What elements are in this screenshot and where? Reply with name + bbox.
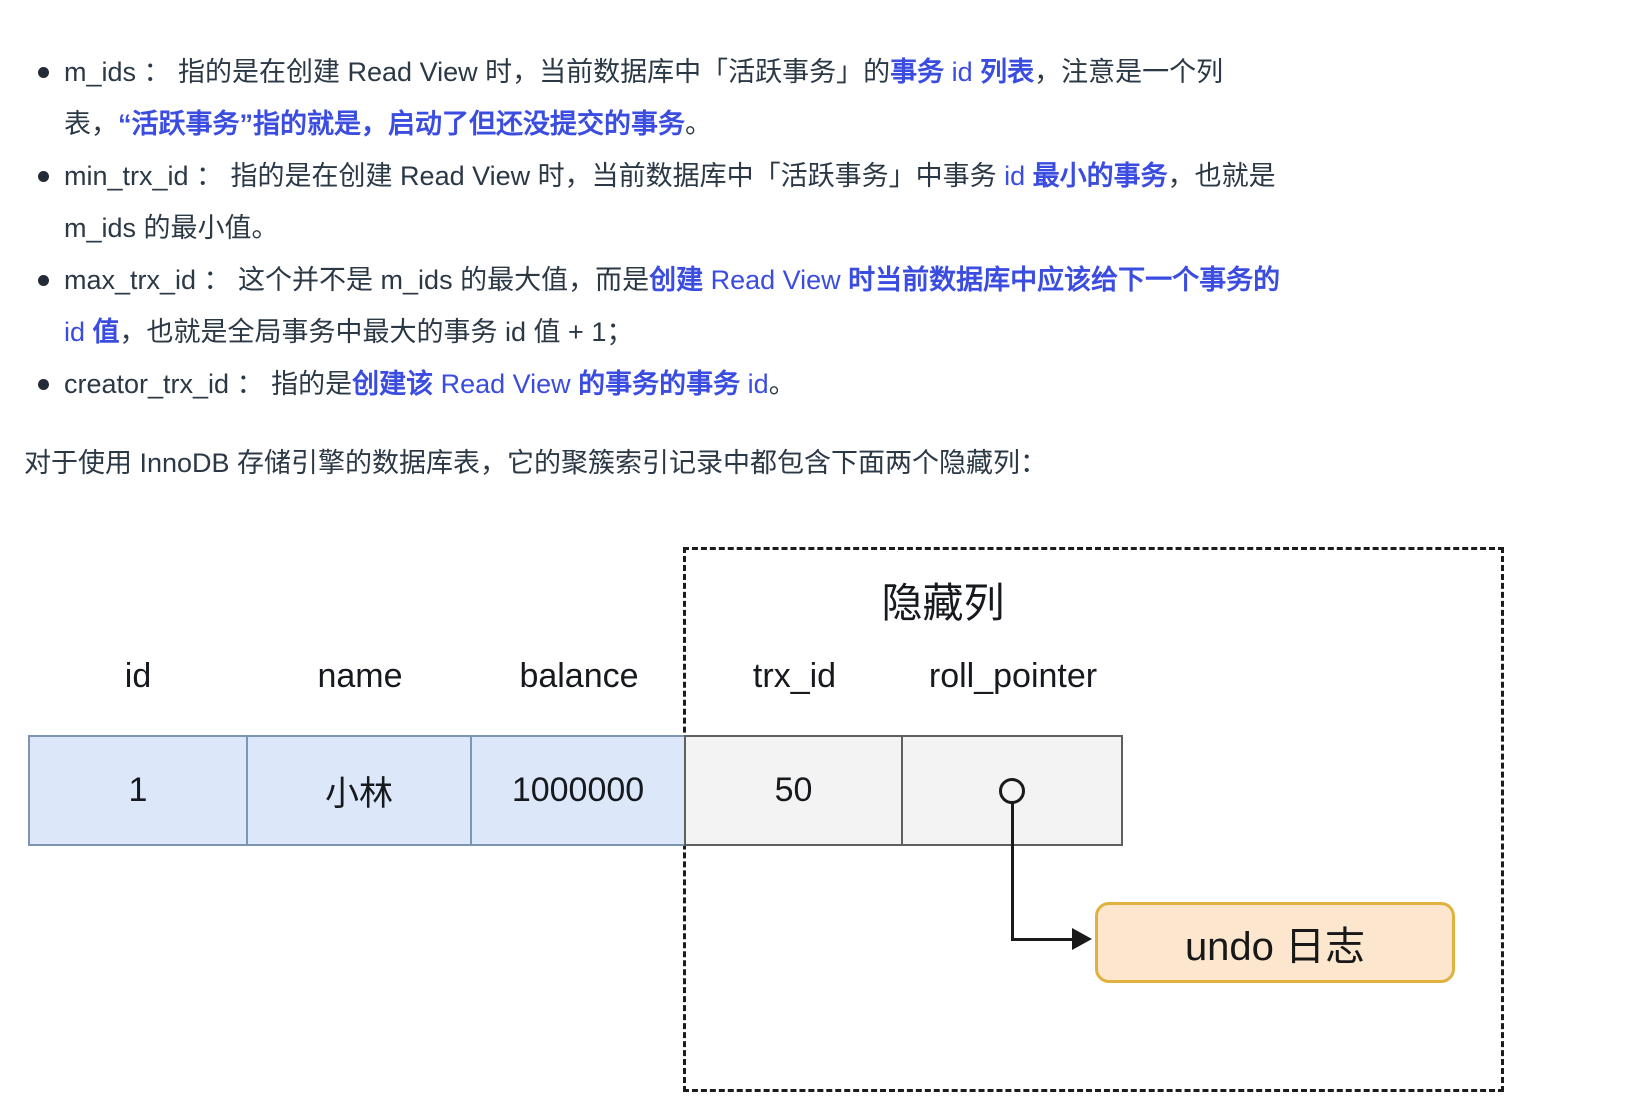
text-segment: id [1004,161,1033,191]
arrow-head-icon [1072,928,1092,950]
column-header-id: id [124,657,152,695]
text-line: m_ids ： 指的是在创建 Read View 时，当前数据库中「活跃事务」的… [64,46,1644,98]
definition-list: m_ids ： 指的是在创建 Read View 时，当前数据库中「活跃事务」的… [0,46,1644,410]
text-segment: id [944,57,981,87]
text-segment: 创建该 [352,369,434,399]
text-line: creator_trx_id ： 指的是创建该 Read View 的事务的事务… [64,358,1644,410]
text-segment: 最小的事务 [1032,161,1168,191]
table-header-row: id name balance trx_id roll_pointer [28,652,1123,700]
text-segment: 值 [92,317,120,347]
table-row: 1 小林 1000000 50 [28,735,1123,846]
text-segment: m_ids ： 指的是在创建 Read View 时，当前数据库中「活跃事务」的 [64,57,891,87]
list-item-min-trx-id: min_trx_id ： 指的是在创建 Read View 时，当前数据库中「活… [38,150,1644,254]
roll-pointer-circle-icon [999,777,1025,804]
pointer-connector-vertical [1011,803,1014,940]
article-text-block: m_ids ： 指的是在创建 Read View 时，当前数据库中「活跃事务」的… [0,46,1644,489]
text-segment: Read View [703,265,849,295]
pointer-connector-horizontal [1011,938,1075,941]
text-segment: 的事务的事务 [578,369,741,399]
text-segment: “活跃事务”指的就是，启动了但还没提交的事务 [118,109,685,139]
text-segment: ，也就是全局事务中最大的事务 id 值 + 1； [119,317,634,347]
column-header-roll-pointer: roll_pointer [928,657,1098,695]
column-header-balance: balance [519,657,639,695]
text-segment: 表， [64,109,118,139]
cell-balance: 1000000 [470,735,686,846]
cell-name: 小林 [246,735,472,846]
text-segment: m_ids 的最小值。 [64,213,279,243]
text-segment: id [740,369,769,399]
text-segment: max_trx_id ： 这个并不是 m_ids 的最大值，而是 [64,265,650,295]
text-segment: 。 [768,369,796,399]
text-line: 表，“活跃事务”指的就是，启动了但还没提交的事务。 [64,98,1644,150]
intro-paragraph: 对于使用 InnoDB 存储引擎的数据库表，它的聚簇索引记录中都包含下面两个隐藏… [24,448,1048,478]
cell-trx-id: 50 [684,735,903,846]
column-header-name: name [317,657,403,695]
hidden-columns-label: 隐藏列 [881,580,1005,626]
undo-log-box: undo 日志 [1095,902,1455,983]
column-header-trx-id: trx_id [752,657,837,695]
text-segment: 列表 [980,57,1035,87]
list-item-m-ids: m_ids ： 指的是在创建 Read View 时，当前数据库中「活跃事务」的… [38,46,1644,150]
cell-id: 1 [28,735,248,846]
text-segment: 。 [685,109,712,139]
text-line: max_trx_id ： 这个并不是 m_ids 的最大值，而是创建 Read … [64,254,1644,306]
list-item-creator-trx-id: creator_trx_id ： 指的是创建该 Read View 的事务的事务… [38,358,1644,410]
text-line: min_trx_id ： 指的是在创建 Read View 时，当前数据库中「活… [64,150,1644,202]
text-segment: Read View [433,369,579,399]
text-line: m_ids 的最小值。 [64,202,1644,254]
text-segment: id [64,317,93,347]
text-line: id 值，也就是全局事务中最大的事务 id 值 + 1； [64,306,1644,358]
text-segment: 事务 [890,57,945,87]
text-segment: 时当前数据库中应该给下一个事务的 [848,265,1281,295]
text-segment: creator_trx_id ： 指的是 [64,369,353,399]
text-segment: ，也就是 [1167,161,1276,191]
text-segment: min_trx_id ： 指的是在创建 Read View 时，当前数据库中「活… [64,161,1005,191]
text-segment: ，注意是一个列 [1034,57,1224,87]
list-item-max-trx-id: max_trx_id ： 这个并不是 m_ids 的最大值，而是创建 Read … [38,254,1644,358]
text-segment: 创建 [649,265,704,295]
